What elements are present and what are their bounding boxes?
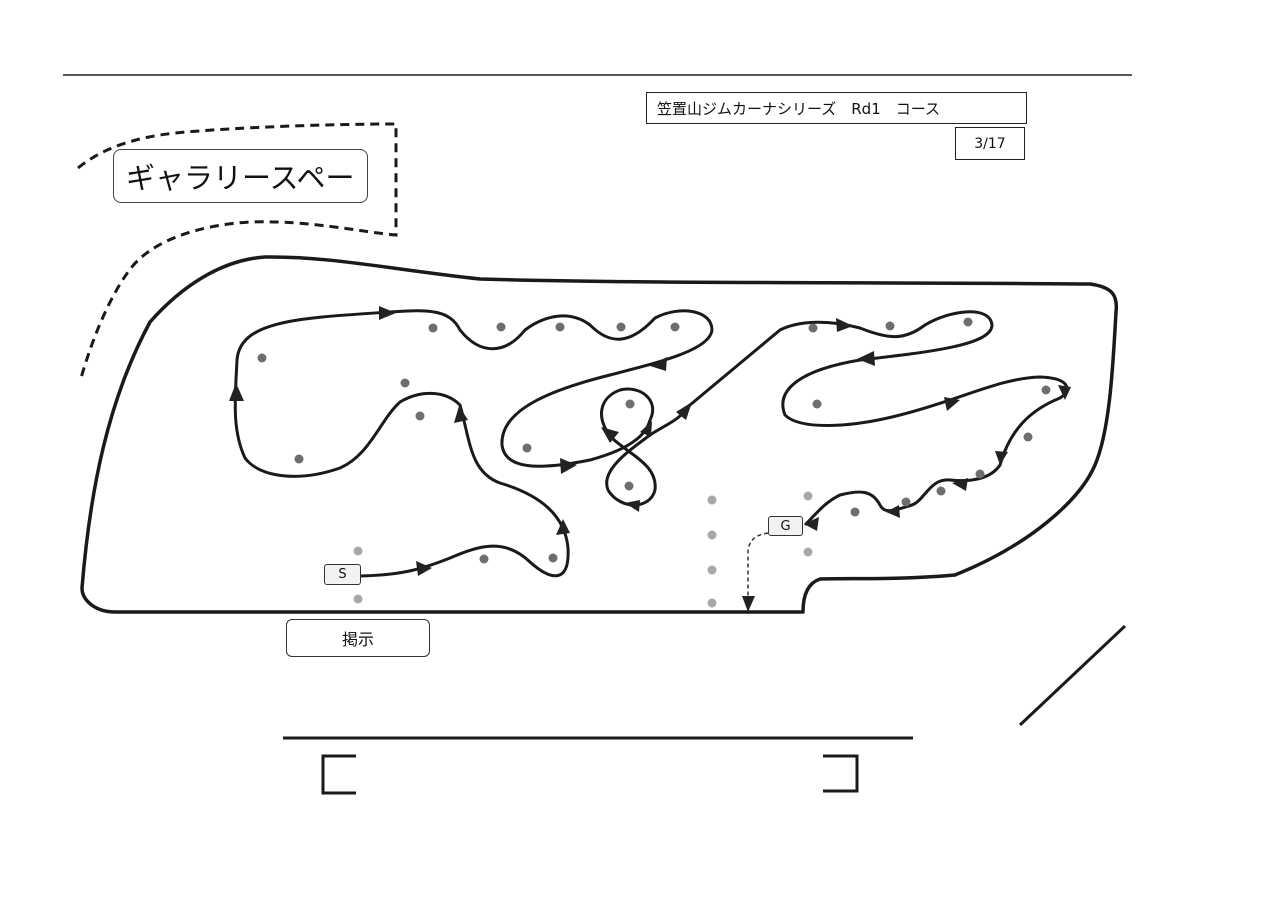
pylon <box>522 443 532 453</box>
arrow-17 <box>952 478 968 491</box>
pylon <box>400 378 410 388</box>
pylon <box>548 553 558 563</box>
left-bracket <box>321 754 356 795</box>
arrow-4 <box>229 383 244 401</box>
arrow-18 <box>886 505 900 518</box>
arrow-10 <box>625 500 640 512</box>
driving-line-figure-eight <box>600 310 1069 527</box>
pylon <box>901 497 911 507</box>
gallery-space-label: ギャラリースペー <box>113 149 368 203</box>
pylon <box>707 598 717 608</box>
arrow-20 <box>742 596 755 612</box>
arrow-19 <box>804 517 819 531</box>
pylon <box>803 547 813 557</box>
goal-marker: G <box>768 516 803 536</box>
arrow-8 <box>601 427 619 443</box>
pylon <box>625 399 635 409</box>
pylon <box>963 317 973 327</box>
pylon <box>707 495 717 505</box>
page-number: 3/17 <box>955 127 1025 160</box>
notice-board-label: 掲示 <box>286 619 430 657</box>
pylon <box>885 321 895 331</box>
pylon <box>1041 385 1051 395</box>
pylon <box>353 546 363 556</box>
arrow-16 <box>995 451 1008 465</box>
pylon <box>707 565 717 575</box>
pylon <box>936 486 946 496</box>
pylon <box>353 594 363 604</box>
pylon <box>616 322 626 332</box>
right-bracket <box>823 754 859 793</box>
pylon <box>496 322 506 332</box>
arrow-11 <box>676 402 692 420</box>
pylon <box>415 411 425 421</box>
direction-arrows <box>229 306 1071 612</box>
arrow-2 <box>556 519 570 535</box>
pylon <box>428 323 438 333</box>
arrow-14 <box>944 397 960 411</box>
pylons-light <box>353 491 813 608</box>
pylon <box>1023 432 1033 442</box>
pylons <box>257 317 1051 564</box>
pylon <box>808 323 818 333</box>
pylon <box>812 399 822 409</box>
arrow-3 <box>454 406 468 423</box>
road-edge-diagonal <box>1018 624 1127 727</box>
arrow-13 <box>857 351 875 366</box>
goal-exit-line <box>747 532 769 605</box>
pylon <box>670 322 680 332</box>
start-marker: S <box>324 564 361 585</box>
arrow-6 <box>650 357 667 371</box>
arrow-12 <box>836 318 853 332</box>
arrow-15 <box>1058 385 1071 400</box>
course-title: 笠置山ジムカーナシリーズ Rd1 コース <box>646 92 1027 124</box>
pylon <box>803 491 813 501</box>
pylon <box>257 353 267 363</box>
arrow-7 <box>560 458 577 474</box>
course-boundary <box>80 255 1119 614</box>
arrow-1 <box>416 561 432 576</box>
arrow-9 <box>640 421 652 437</box>
pylon <box>707 530 717 540</box>
pylon <box>975 469 985 479</box>
pylon <box>850 507 860 517</box>
pylon <box>294 454 304 464</box>
arrow-5 <box>379 306 396 320</box>
pylon <box>479 554 489 564</box>
pylon <box>555 322 565 332</box>
pylon <box>624 481 634 491</box>
